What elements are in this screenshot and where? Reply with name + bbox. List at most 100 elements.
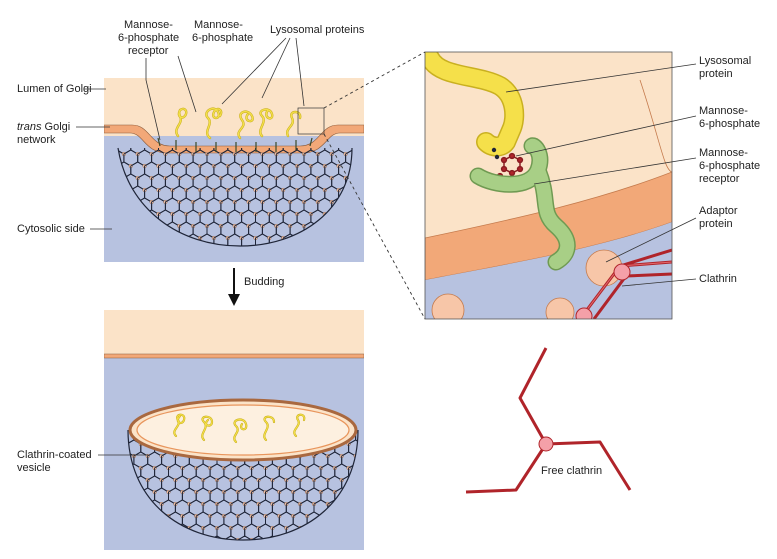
zoom-frame	[424, 51, 673, 320]
vesicle-membrane-line	[104, 353, 364, 359]
clathrin-vertex	[378, 164, 382, 168]
clathrin-hexagon	[227, 233, 243, 246]
zoom-membrane-curve	[639, 79, 672, 173]
zoom-receptor-label: Mannose-	[699, 147, 748, 159]
clathrin-hexagon	[373, 174, 387, 190]
clathrin-hexagon	[373, 246, 387, 262]
clathrin-hexagon	[209, 535, 225, 540]
zoom-source-box	[297, 107, 325, 135]
clathrin-vertex	[382, 454, 386, 458]
clathrin-vertex	[365, 188, 369, 192]
clathrin-vertex	[385, 224, 389, 228]
trans-golgi-label: trans Golgi	[17, 121, 70, 133]
clathrin-vertex	[375, 490, 379, 494]
clathrin-hexagon	[369, 476, 383, 492]
clathrin-hexagon	[89, 234, 103, 250]
clathrin-hexagon	[213, 233, 229, 246]
clathrin-vertex	[385, 176, 389, 180]
clathrin-vertex	[368, 430, 372, 434]
clathrin-hub-zoom-2	[575, 307, 593, 319]
clathrin-vertex	[385, 152, 389, 156]
clathrin-hexagon	[185, 233, 201, 246]
clathrin-hexagon	[369, 428, 383, 444]
clathrin-vertex	[372, 200, 376, 204]
clathrin-vertex	[368, 478, 372, 482]
zoom-receptor-label-3: receptor	[699, 173, 740, 185]
clathrin-hexagon	[363, 536, 377, 552]
vesicle-label-line2: vesicle	[17, 462, 51, 474]
clathrin-hexagon	[268, 233, 284, 246]
clathrin-hexagon	[265, 535, 280, 540]
clathrin-hexagon	[366, 138, 380, 154]
clathrin-hexagon	[89, 210, 103, 226]
zoom-lysosomal-label-2: protein	[699, 68, 733, 80]
zoom-panel	[425, 52, 672, 319]
clathrin-hexagon	[223, 535, 239, 540]
clathrin-hexagon	[366, 162, 380, 178]
clathrin-vertex	[382, 430, 386, 434]
m6p-receptor-label-top-3: receptor	[128, 45, 169, 57]
lysosomal-proteins-leaders	[221, 37, 305, 107]
clathrin-vertex	[375, 442, 379, 446]
golgi-panel	[89, 78, 389, 262]
m6p-receptors-top	[157, 137, 313, 152]
clathrin-hexagon	[369, 524, 383, 540]
cytosolic-label: Cytosolic side	[17, 223, 85, 235]
clathrin-vertex	[368, 502, 372, 506]
clathrin-vertex	[378, 140, 382, 144]
clathrin-vertex	[368, 526, 372, 530]
clathrin-vertex	[378, 236, 382, 240]
zoom-receptor-label-2: 6-phosphate	[699, 160, 760, 172]
clathrin-vertex	[375, 514, 379, 518]
free-clathrin-label: Free clathrin	[541, 465, 602, 477]
m6p-receptor-zoom-fill	[471, 138, 575, 269]
zoom-adaptor-label: Adaptor	[699, 205, 738, 217]
clathrin-vertex	[372, 176, 376, 180]
clathrin-vertex	[382, 526, 386, 530]
clathrin-hexagon	[369, 452, 383, 468]
zoom-connectors	[323, 51, 426, 320]
clathrin-hexagon	[373, 198, 387, 214]
clathrin-hexagon	[89, 186, 103, 202]
clathrin-vertex	[382, 502, 386, 506]
clathrin-hexagon	[251, 535, 266, 540]
clathrin-cup-outline	[117, 147, 353, 247]
clathrin-hexagon	[241, 233, 256, 246]
m6p-label-top: Mannose-	[194, 19, 243, 31]
clathrin-hub-zoom	[613, 263, 631, 281]
clathrin-hexagon	[363, 440, 377, 456]
vesicle-label: Clathrin-coated	[17, 449, 92, 461]
clathrin-hexagon	[363, 512, 377, 528]
zoom-m6p-label: Mannose-	[699, 105, 748, 117]
clathrin-vertex	[378, 188, 382, 192]
clathrin-hexagon	[363, 488, 377, 504]
lumen-label: Lumen of Golgi	[17, 83, 92, 95]
lysosomal-proteins-vesicle-highlight	[173, 414, 305, 443]
clathrin-vertex	[372, 248, 376, 252]
clathrin-vertex	[368, 454, 372, 458]
clathrin-vertex	[385, 200, 389, 204]
vesicle-panel	[104, 310, 386, 552]
free-clathrin-hub	[538, 436, 554, 452]
vesicle-outline	[127, 429, 359, 541]
clathrin-vertex	[375, 538, 379, 542]
clathrin-hexagon	[373, 150, 387, 166]
clathrin-hexagon	[199, 233, 215, 246]
m6p-label-top-2: 6-phosphate	[192, 32, 253, 44]
trans-golgi-label-line2: network	[17, 134, 56, 146]
clathrin-vertex	[375, 418, 379, 422]
zoom-adaptor-label-2: protein	[699, 218, 733, 230]
clathrin-hexagon	[373, 222, 387, 238]
clathrin-hexagon	[369, 500, 383, 516]
clathrin-hexagon	[237, 535, 253, 540]
clathrin-hexagon	[363, 416, 377, 432]
clathrin-hexagon	[89, 138, 103, 154]
clathrin-hexagon	[89, 162, 103, 178]
clathrin-hexagon	[366, 234, 380, 250]
clathrin-vertex	[365, 164, 369, 168]
m6p-linker	[491, 147, 500, 160]
clathrin-vertex	[372, 152, 376, 156]
clathrin-vertex	[382, 478, 386, 482]
budding-label: Budding	[244, 276, 284, 288]
